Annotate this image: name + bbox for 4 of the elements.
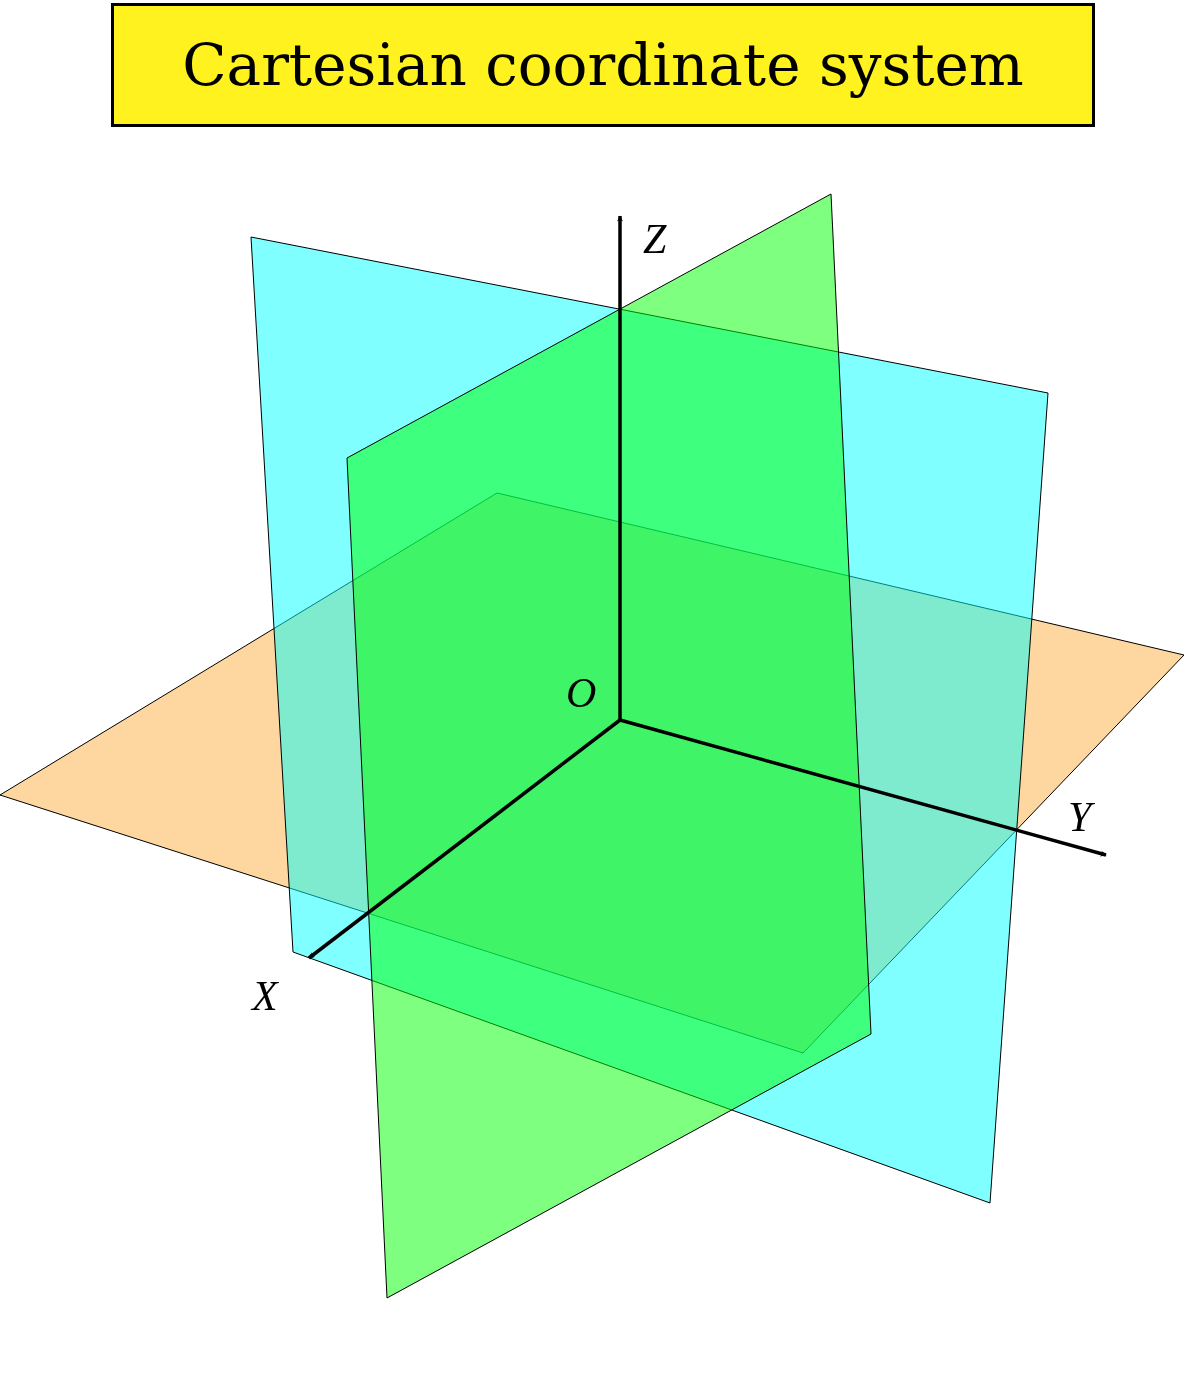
origin-label: O — [566, 672, 597, 714]
title-banner: Cartesian coordinate system — [111, 3, 1095, 127]
axis-label: Z — [643, 218, 667, 260]
axis-label: X — [252, 975, 278, 1017]
